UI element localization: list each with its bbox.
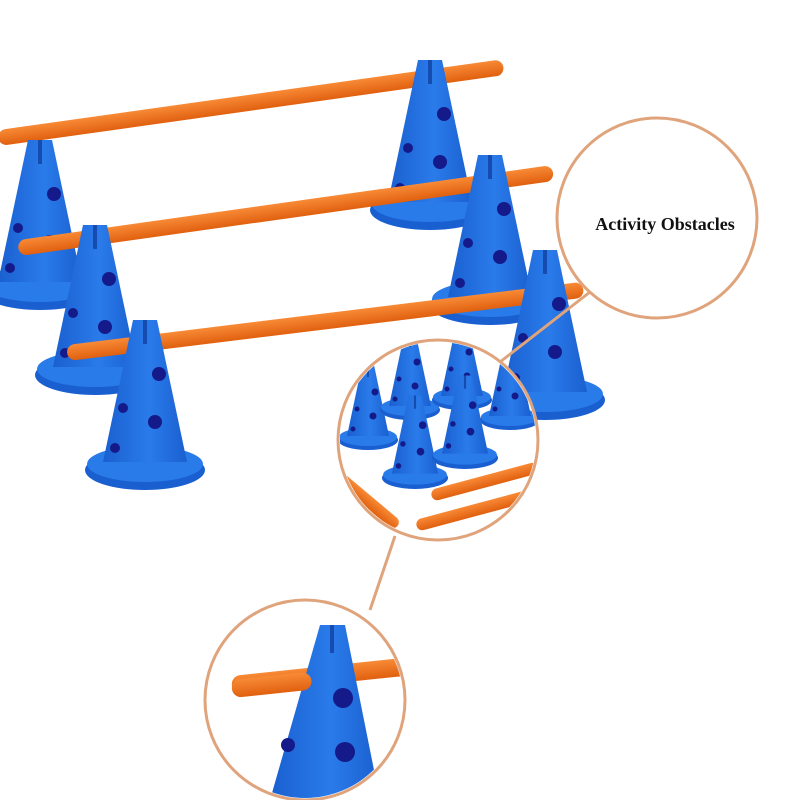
- pole-front: [67, 282, 584, 361]
- callout-label: Activity Obstacles: [595, 214, 735, 234]
- stacked-cones-callout: [336, 338, 540, 542]
- label-callout-ring: [555, 116, 759, 320]
- cone-with-pole-callout: [203, 598, 407, 800]
- pole-back: [0, 60, 504, 146]
- pole-middle: [18, 166, 554, 256]
- callout-connector-2: [368, 535, 397, 611]
- callout-connector: [499, 290, 591, 364]
